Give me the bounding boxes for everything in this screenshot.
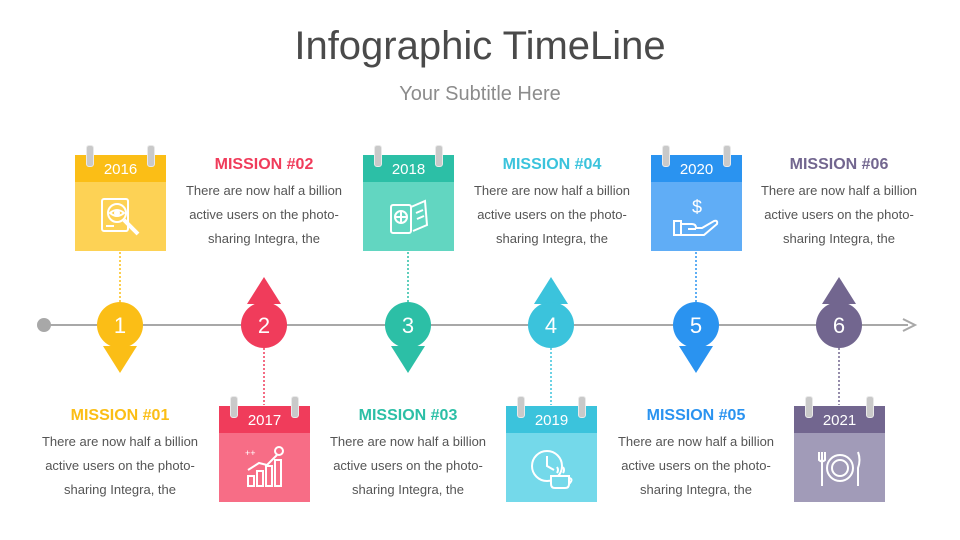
marker-number-6: 6 bbox=[833, 313, 845, 338]
mission-title: MISSION #04 bbox=[502, 156, 602, 173]
mission-description: There are now half a billion active user… bbox=[41, 434, 199, 497]
mission-title: MISSION #06 bbox=[789, 156, 889, 173]
marker-number-4: 4 bbox=[545, 313, 557, 338]
passport-tickets-icon bbox=[389, 199, 428, 234]
coffee-clock-icon bbox=[530, 449, 572, 489]
mission-block-04: MISSION #04 There are now half a billion… bbox=[462, 155, 642, 251]
mission-description: There are now half a billion active user… bbox=[185, 183, 343, 246]
money-hand-icon: $ bbox=[672, 197, 718, 236]
calendar-ring-icon bbox=[230, 396, 238, 418]
calendar-card-2021: 2021 bbox=[794, 396, 885, 502]
pointer-1 bbox=[103, 346, 137, 373]
calendar-card-2019: 2019 bbox=[506, 396, 597, 502]
magnifier-eye-icon bbox=[100, 197, 139, 235]
mission-title: MISSION #03 bbox=[358, 407, 458, 424]
calendar-card-2020: 2020 $ bbox=[651, 145, 742, 251]
page-title: Infographic TimeLine bbox=[294, 24, 666, 68]
mission-block-01: MISSION #01 There are now half a billion… bbox=[30, 406, 210, 502]
mission-block-03: MISSION #03 There are now half a billion… bbox=[318, 406, 498, 502]
pointer-4 bbox=[534, 277, 568, 304]
calendar-card-2016: 2016 bbox=[75, 145, 166, 251]
calendar-ring-icon bbox=[866, 396, 874, 418]
plate-cutlery-icon bbox=[817, 451, 860, 486]
marker-circle-2 bbox=[241, 302, 287, 348]
pointer-5 bbox=[679, 346, 713, 373]
calendar-ring-icon bbox=[435, 145, 443, 167]
calendar-ring-icon bbox=[578, 396, 586, 418]
svg-text:++: ++ bbox=[245, 448, 256, 458]
mission-block-06: MISSION #06 There are now half a billion… bbox=[749, 155, 929, 251]
mission-description: There are now half a billion active user… bbox=[473, 183, 631, 246]
calendar-card-2017: 2017 ++ bbox=[219, 396, 310, 502]
mission-block-05: MISSION #05 There are now half a billion… bbox=[606, 406, 786, 502]
calendar-ring-icon bbox=[374, 145, 382, 167]
mission-block-02: MISSION #02 There are now half a billion… bbox=[174, 155, 354, 251]
mission-description: There are now half a billion active user… bbox=[760, 183, 918, 246]
page-subtitle: Your Subtitle Here bbox=[399, 83, 561, 105]
calendar-card-2018: 2018 bbox=[363, 145, 454, 251]
calendar-ring-icon bbox=[291, 396, 299, 418]
timeline-arrow-head bbox=[902, 318, 918, 332]
calendar-ring-icon bbox=[805, 396, 813, 418]
marker-circle-3 bbox=[385, 302, 431, 348]
calendar-ring-icon bbox=[86, 145, 94, 167]
marker-number-5: 5 bbox=[690, 313, 702, 338]
mission-description: There are now half a billion active user… bbox=[329, 434, 487, 497]
mission-title: MISSION #02 bbox=[214, 156, 314, 173]
marker-number-1: 1 bbox=[114, 313, 126, 338]
svg-text:$: $ bbox=[691, 197, 701, 217]
marker-circle-1 bbox=[97, 302, 143, 348]
pointer-2 bbox=[247, 277, 281, 304]
pointer-6 bbox=[822, 277, 856, 304]
marker-circle-4 bbox=[528, 302, 574, 348]
mission-title: MISSION #05 bbox=[646, 407, 746, 424]
timeline-start-dot bbox=[37, 318, 51, 332]
marker-circle-5 bbox=[673, 302, 719, 348]
mission-description: There are now half a billion active user… bbox=[617, 434, 775, 497]
marker-number-2: 2 bbox=[258, 313, 270, 338]
calendar-ring-icon bbox=[723, 145, 731, 167]
pointer-3 bbox=[391, 346, 425, 373]
marker-circle-6 bbox=[816, 302, 862, 348]
growth-chart-icon: ++ bbox=[245, 445, 284, 487]
mission-title: MISSION #01 bbox=[70, 407, 170, 424]
marker-number-3: 3 bbox=[402, 313, 414, 338]
calendar-ring-icon bbox=[517, 396, 525, 418]
calendar-ring-icon bbox=[662, 145, 670, 167]
calendar-ring-icon bbox=[147, 145, 155, 167]
